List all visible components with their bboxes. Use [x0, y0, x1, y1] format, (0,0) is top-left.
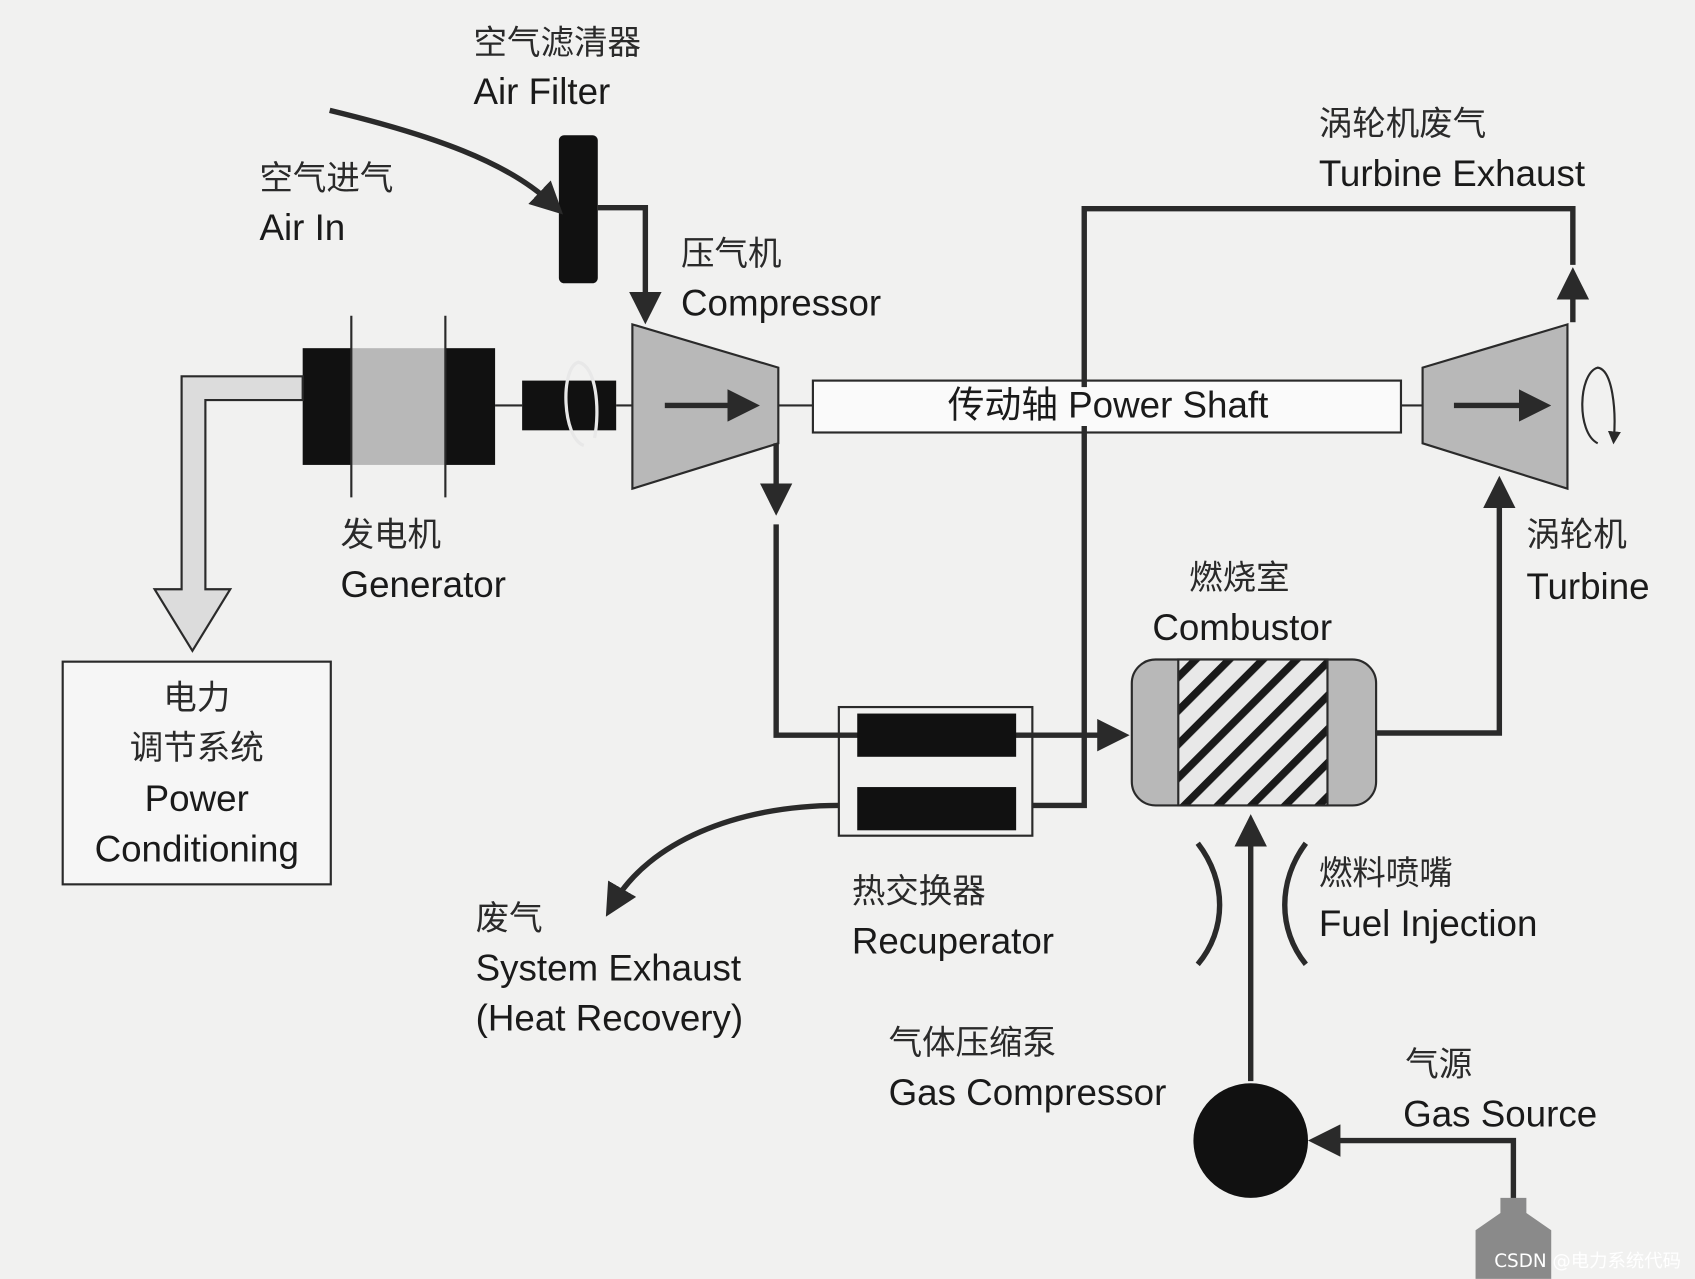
turbine-label: Turbine [1526, 566, 1649, 607]
recuperator-tube-hot [857, 787, 1017, 831]
system-exhaust-label-cn: 废气 [476, 899, 543, 938]
combustor-to-turbine-line [1376, 475, 1516, 736]
gas-source-bottle [1475, 1197, 1552, 1279]
compressed-air-line [773, 524, 1130, 752]
turbine-exhaust-label: Turbine Exhaust [1319, 153, 1585, 194]
power-conditioning-box [61, 660, 332, 886]
system-exhaust-label-en2: (Heat Recovery) [476, 997, 744, 1038]
turbine-label-cn: 涡轮机 [1526, 515, 1627, 554]
fuel-injection-label: Fuel Injection [1319, 903, 1538, 944]
system-exhaust-arrow [605, 802, 839, 917]
generator-end [302, 348, 352, 465]
compressor-label-cn: 压气机 [681, 234, 782, 273]
air-in-label-cn: 空气进气 [259, 158, 393, 197]
generator-end [445, 348, 496, 465]
gas-compressor-label-cn: 气体压缩泵 [889, 1023, 1056, 1062]
air-in-arrow [329, 107, 564, 215]
gas-source-label-cn: 气源 [1405, 1045, 1472, 1084]
system-exhaust-label-en1: System Exhaust [476, 948, 742, 989]
recuperator-label-cn: 热交换器 [852, 872, 986, 911]
fuel-nozzle-right [1282, 841, 1309, 967]
air-filter-label: Air Filter [473, 71, 610, 112]
air-filter [558, 135, 598, 284]
air-in-label: Air In [259, 207, 345, 248]
gas-compressor-label: Gas Compressor [889, 1072, 1167, 1113]
power-conditioning-label-cn1: 电力 [163, 678, 230, 717]
turbine-exhaust-line [1032, 206, 1576, 809]
coupling-rotation-icon [564, 360, 599, 447]
shaft-label-bg [924, 387, 1292, 427]
combustor-chamber [1177, 658, 1329, 807]
combustor-label: Combustor [1152, 607, 1332, 648]
recuperator-tube-cold [857, 713, 1017, 757]
filter-to-compressor-line [597, 204, 662, 325]
watermark: CSDN @电力系统代码 [1494, 1251, 1681, 1272]
compressor-label: Compressor [681, 283, 881, 324]
power-shaft-label: 传动轴 Power Shaft [948, 384, 1269, 425]
gas-compressor [1193, 1083, 1309, 1198]
gas-source-label: Gas Source [1403, 1093, 1597, 1134]
generator-core [351, 348, 446, 465]
combustor-label-cn: 燃烧室 [1189, 558, 1290, 597]
fuel-injection-label-cn: 燃料喷嘴 [1319, 853, 1453, 892]
power-conditioning-label-cn2: 调节系统 [130, 728, 264, 767]
gas-source-line [1308, 1124, 1517, 1200]
turbine-rotation-icon [1581, 366, 1621, 445]
generator-label-cn: 发电机 [341, 515, 442, 554]
power-conditioning-label-en1: Power [145, 778, 249, 819]
turbine-exhaust-label-cn: 涡轮机废气 [1319, 104, 1487, 143]
power-output-arrow [152, 375, 304, 653]
fuel-nozzle-left [1195, 841, 1223, 967]
generator-label: Generator [341, 564, 506, 605]
power-conditioning-label-en2: Conditioning [95, 829, 299, 870]
air-filter-label-cn: 空气滤清器 [473, 23, 641, 62]
recuperator-label: Recuperator [852, 921, 1054, 962]
recuperator [837, 705, 1034, 837]
